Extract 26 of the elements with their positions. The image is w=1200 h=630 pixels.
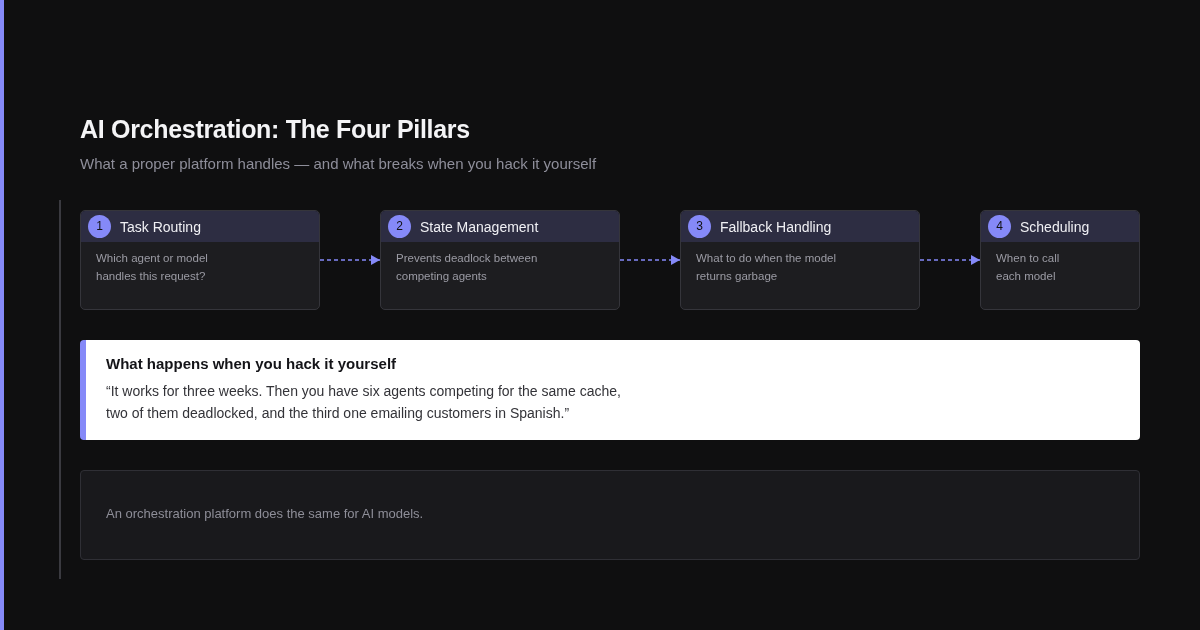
pillar-card (980, 210, 1140, 310)
card-title: Fallback Handling (720, 219, 832, 235)
callout-heading: What happens when you hack it yourself (106, 355, 397, 372)
pillar-card (80, 210, 320, 310)
quote-text: “It works for three weeks. Then you have six agents competing for the same cache, two of them deadlocked, and the third one emailing customers in Spanish.” (106, 382, 622, 423)
card-title: Task Routing (120, 219, 201, 235)
arrow (319, 255, 381, 265)
page-title: AI Orchestration: The Four Pillars (80, 115, 470, 144)
card-description: What to do when the model returns garbage (696, 251, 837, 284)
card-description: Prevents deadlock between competing agents (396, 251, 539, 284)
number-badge: 4 (988, 215, 1011, 238)
card-description: When to call each model (996, 251, 1061, 284)
info-panel (80, 470, 1140, 560)
callout-box (80, 340, 1140, 440)
panel-text: An orchestration platform does the same for AI models. (106, 505, 424, 523)
number-badge: 3 (688, 215, 711, 238)
arrow (919, 255, 981, 265)
number-badge: 1 (88, 215, 111, 238)
card-title: State Management (420, 219, 539, 235)
card-description: Which agent or model handles this request? (96, 251, 209, 284)
page-subtitle: What a proper platform handles — and what breaks when you hack it yourself (80, 155, 597, 172)
number-badge: 2 (388, 215, 411, 238)
pillar-card (680, 210, 920, 310)
arrow (619, 255, 681, 265)
pillar-card (380, 210, 620, 310)
card-title: Scheduling (1020, 219, 1090, 235)
